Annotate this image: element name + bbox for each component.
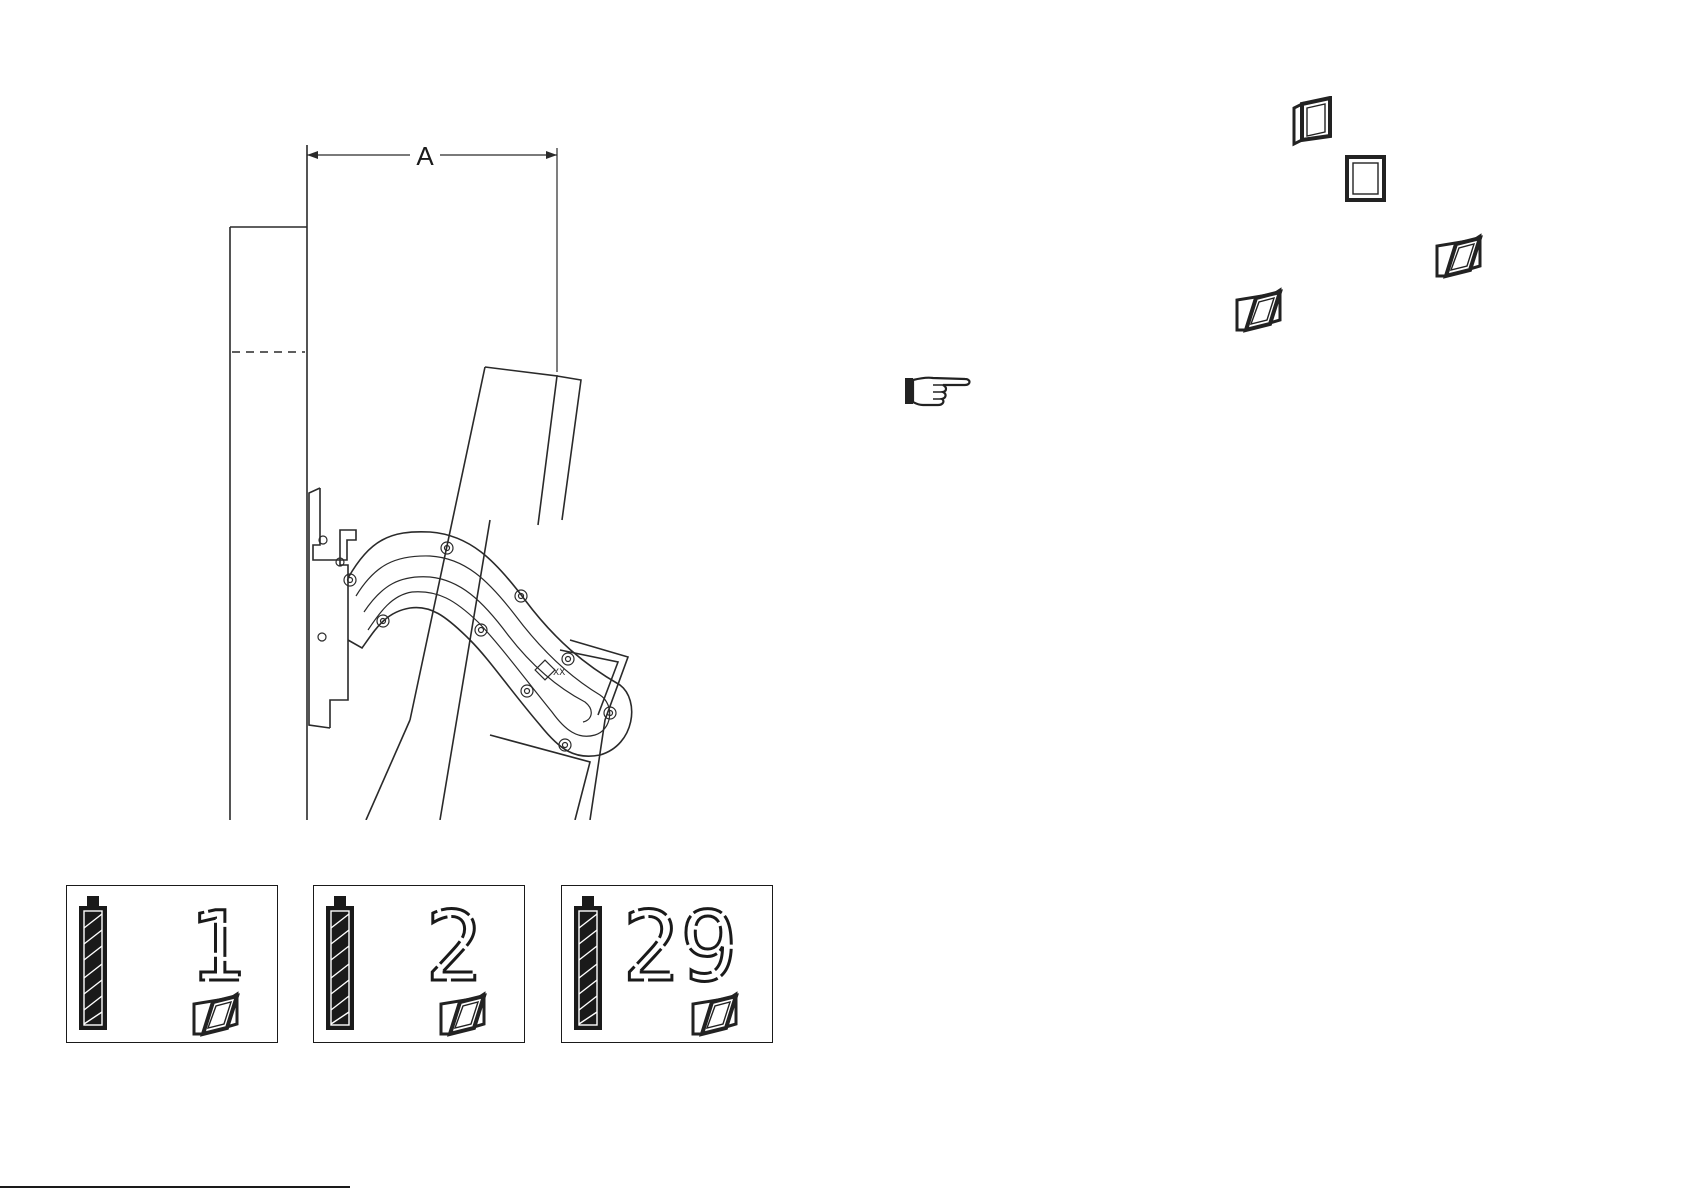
window-frame (230, 145, 307, 820)
dimension-a: A (307, 140, 557, 372)
lcd-display-3-graphic: 29 (562, 886, 772, 1042)
lcd-display-3: 29 (561, 885, 773, 1043)
dimension-label: A (416, 141, 434, 171)
footer-rule (0, 1186, 350, 1188)
pointing-hand-icon (903, 373, 973, 409)
battery-icon (574, 896, 602, 1030)
mounting-bracket (309, 488, 356, 728)
lcd-display-2: 2 (313, 885, 525, 1043)
lcd-digits: 29 (622, 891, 738, 1003)
lcd-digits: 1 (188, 891, 246, 1003)
closed-window-icon (1344, 154, 1388, 204)
tilt-open-window-icon (1290, 96, 1334, 148)
tilt-open-window-icon (1434, 232, 1484, 280)
opener-arm: XX (344, 532, 632, 756)
lcd-display-2-graphic: 2 (314, 886, 524, 1042)
battery-icon (79, 896, 107, 1030)
lcd-display-1: 1 (66, 885, 278, 1043)
tilt-open-window-icon (1234, 286, 1284, 334)
battery-icon (326, 896, 354, 1030)
window-opener-drawing: A XX (200, 120, 660, 820)
lcd-digits: 2 (425, 891, 483, 1003)
svg-text:XX: XX (553, 668, 565, 678)
lcd-display-1-graphic: 1 (67, 886, 277, 1042)
